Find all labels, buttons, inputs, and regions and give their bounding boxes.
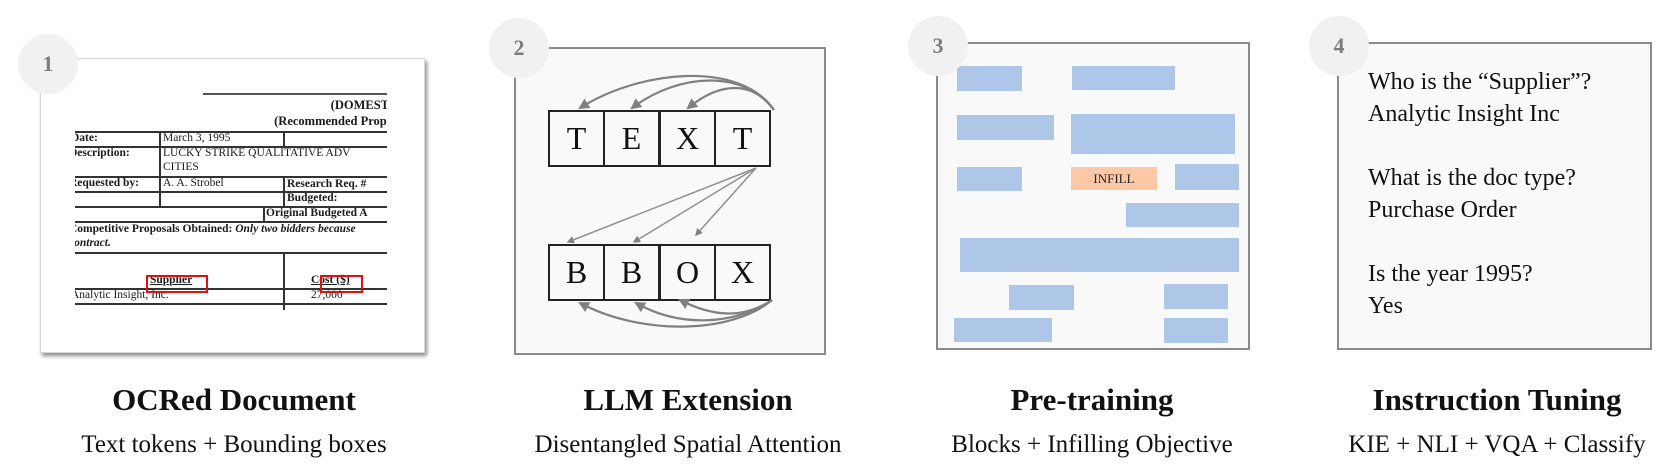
qa-pair: What is the doc type? Purchase Order — [1368, 162, 1591, 226]
text-token: X — [659, 110, 716, 167]
proposals-label: Competitive Proposals Obtained: — [75, 223, 233, 235]
rule — [75, 176, 387, 178]
doc-value-description-2: CITIES — [163, 161, 199, 173]
step-caption-3: Pre-training Blocks + Infilling Objectiv… — [892, 382, 1292, 460]
proposals-text: Only two bidders because — [235, 223, 356, 235]
scanned-document: (DOMEST (Recommended Propo Date: March 3… — [75, 92, 387, 310]
cross-attention-arrow — [632, 167, 757, 243]
text-token: E — [603, 110, 660, 167]
step-title: Pre-training — [1010, 382, 1174, 417]
qa-answer: Purchase Order — [1368, 197, 1517, 223]
text-block — [957, 167, 1022, 191]
rule — [75, 288, 387, 290]
doc-value-date: March 3, 1995 — [163, 132, 231, 144]
bbox-token: X — [714, 244, 771, 301]
qa-pair: Who is the “Supplier”? Analytic Insight … — [1368, 66, 1591, 130]
text-block — [1071, 114, 1235, 154]
doc-heading-2: (Recommended Propo — [274, 114, 387, 128]
self-attention-arrow — [630, 79, 775, 111]
step-badge-1: 1 — [18, 34, 78, 94]
doc-label-requested: Requested by: — [75, 177, 139, 189]
doc-original-budgeted: Original Budgeted A — [266, 207, 368, 219]
doc-research-req: Research Req. # — [287, 178, 367, 190]
text-token: T — [548, 110, 605, 167]
doc-heading-1: (DOMEST — [330, 98, 387, 112]
rule — [75, 131, 387, 133]
step-badge-3: 3 — [908, 16, 968, 76]
qa-question: Is the year 1995? — [1368, 261, 1533, 287]
highlight-box-supplier — [146, 275, 208, 293]
doc-label-description: Description: — [75, 147, 130, 159]
step-caption-2: LLM Extension Disentangled Spatial Atten… — [488, 382, 888, 460]
step-subtitle: Blocks + Infilling Objective — [951, 431, 1233, 458]
text-block — [1164, 284, 1228, 309]
rule — [75, 303, 387, 305]
self-attention-arrow — [578, 74, 775, 111]
step-subtitle: KIE + NLI + VQA + Classify — [1348, 431, 1646, 458]
table-cell-supplier: Analytic Insight, Inc. — [75, 289, 169, 301]
doc-title-underline — [203, 93, 387, 95]
doc-value-requested: A. A. Strobel — [163, 177, 224, 189]
text-block — [1072, 66, 1175, 90]
doc-proposals-2: contract. — [75, 237, 111, 249]
qa-answer: Yes — [1368, 293, 1403, 319]
step-title: OCRed Document — [112, 382, 356, 417]
self-attention-arrow — [678, 298, 773, 315]
bbox-token: B — [548, 244, 605, 301]
step-subtitle: Disentangled Spatial Attention — [534, 431, 842, 458]
rule — [75, 252, 387, 254]
text-block — [957, 115, 1054, 140]
highlight-box-cost — [320, 275, 363, 293]
rule — [283, 176, 285, 206]
rule — [159, 132, 161, 206]
step-badge-2: 2 — [489, 18, 549, 78]
qa-pair: Is the year 1995? Yes — [1368, 258, 1591, 322]
qa-answer: Analytic Insight Inc — [1368, 101, 1560, 127]
rule — [75, 191, 387, 193]
self-attention-arrow — [686, 87, 775, 111]
text-block — [960, 238, 1239, 272]
rule — [75, 146, 387, 148]
text-block — [954, 318, 1052, 342]
cross-attention-arrow — [694, 167, 757, 237]
doc-label-date: Date: — [75, 132, 98, 144]
qa-list: Who is the “Supplier”? Analytic Insight … — [1368, 66, 1591, 354]
qa-question: What is the doc type? — [1368, 165, 1576, 191]
step-caption-1: OCRed Document Text tokens + Bounding bo… — [34, 382, 434, 460]
text-block — [1164, 318, 1228, 343]
step-badge-4: 4 — [1309, 16, 1369, 76]
text-block — [1009, 285, 1074, 310]
text-block — [1126, 203, 1239, 227]
doc-value-description: LUCKY STRIKE QUALITATIVE ADV — [163, 147, 351, 159]
rule — [263, 206, 265, 221]
text-block — [1175, 164, 1239, 190]
infill-block: INFILL — [1071, 167, 1157, 190]
rule — [283, 252, 285, 310]
cross-attention-arrow — [566, 167, 757, 244]
qa-question: Who is the “Supplier”? — [1368, 69, 1592, 95]
self-attention-arrow — [578, 299, 773, 328]
rule — [283, 132, 285, 147]
text-token: T — [714, 110, 771, 167]
step-title: LLM Extension — [583, 382, 793, 417]
step-title: Instruction Tuning — [1372, 382, 1622, 417]
step-caption-4: Instruction Tuning KIE + NLI + VQA + Cla… — [1282, 382, 1674, 460]
rule — [75, 221, 387, 223]
doc-proposals: Competitive Proposals Obtained: Only two… — [75, 223, 356, 235]
text-block — [957, 66, 1022, 91]
proposals-text-2: contract. — [75, 237, 111, 249]
table-header-supplier: Supplier — [150, 274, 193, 286]
doc-budgeted: Budgeted: — [287, 192, 338, 204]
llm-extension-panel — [514, 47, 826, 355]
step-subtitle: Text tokens + Bounding boxes — [81, 431, 387, 458]
instruction-tuning-panel — [1337, 42, 1652, 350]
rule — [75, 206, 387, 208]
